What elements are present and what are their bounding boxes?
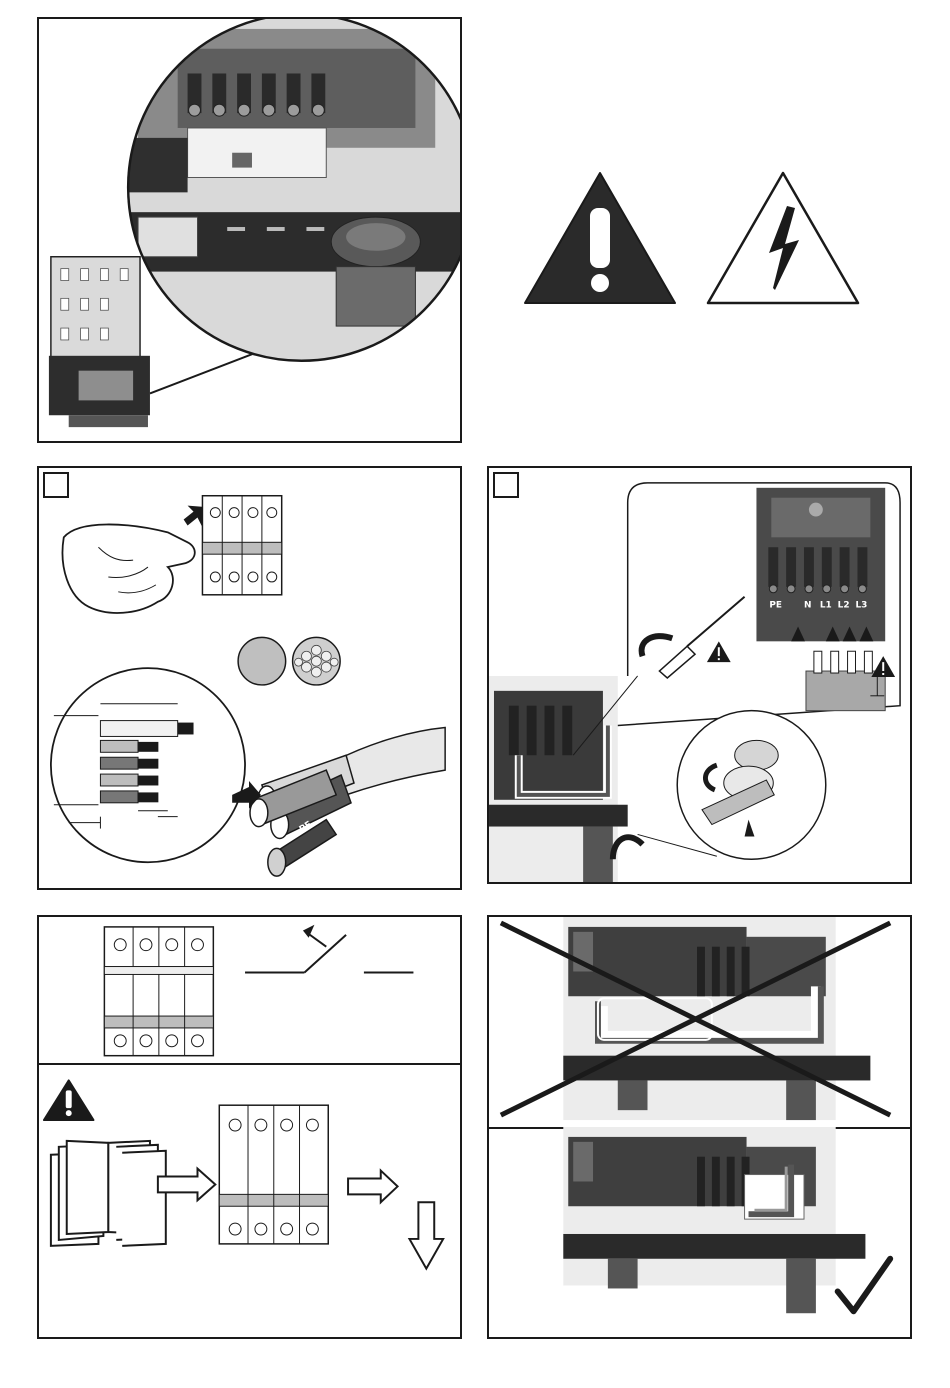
device-small-icon — [49, 257, 150, 427]
cable-routing-illustration — [489, 917, 910, 1337]
open-switch-symbol-icon — [245, 927, 413, 973]
stranded-conductor-icon — [293, 637, 341, 685]
switch-on-illustration — [39, 917, 460, 1337]
panel-connect-terminals: PE N L1 L2 L3 — [487, 466, 912, 884]
panel-cable-routing — [487, 915, 912, 1339]
correct-routing-example — [563, 1127, 890, 1313]
read-manual-book-icon — [51, 1141, 166, 1246]
terminal-connection-illustration: PE N L1 L2 L3 — [489, 468, 910, 882]
panel-prepare-cable: PE — [37, 466, 462, 890]
panel-switch-on — [37, 915, 462, 1339]
high-voltage-icon — [703, 168, 863, 308]
hand-icon — [63, 524, 195, 612]
terminal-label: PE — [769, 601, 782, 611]
terminal-label: N — [804, 601, 811, 611]
breaker-small-icon — [202, 496, 281, 595]
terminal-label: L3 — [855, 601, 867, 611]
cable-preparation-illustration: PE — [39, 468, 460, 888]
general-warning-icon — [520, 168, 680, 308]
device-magnifier-illustration — [39, 19, 460, 441]
checkmark-icon — [838, 1259, 891, 1312]
wrong-routing-example — [501, 917, 890, 1120]
terminal-label: L1 — [820, 601, 832, 611]
terminal-label: L2 — [838, 601, 850, 611]
breaker-icon — [104, 927, 213, 1056]
panel-device-overview — [37, 17, 462, 443]
solid-conductor-icon — [238, 637, 286, 685]
